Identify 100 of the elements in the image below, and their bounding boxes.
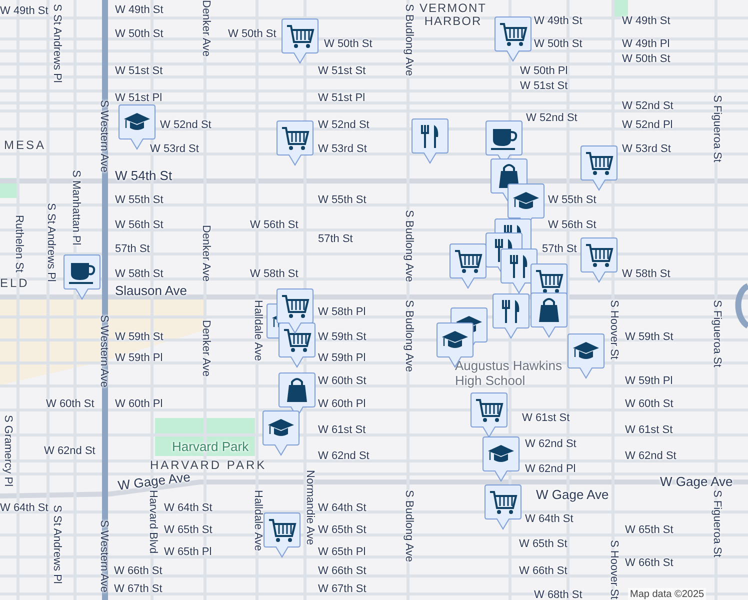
street-label: W 62nd St bbox=[525, 438, 576, 451]
street-label: W 49th St bbox=[0, 5, 48, 18]
street-label: 57th St bbox=[542, 243, 577, 256]
street-label: W 59th Pl bbox=[625, 375, 673, 388]
street-label: W 66th St bbox=[625, 557, 674, 570]
street-label: W 67th St bbox=[114, 583, 162, 596]
street-label: S Budlong Ave bbox=[402, 210, 415, 282]
neighborhood-label: MESA bbox=[4, 139, 46, 152]
street-label: W 61st St bbox=[318, 424, 366, 437]
street-label: W 67th St bbox=[318, 583, 366, 596]
street-label: W 49th Pl bbox=[622, 38, 670, 51]
street-label: S St Andrews Pl bbox=[44, 203, 57, 282]
street-label: S Hoover St bbox=[607, 540, 620, 600]
street-label: W 66th St bbox=[318, 565, 366, 578]
street-label: S Hoover St bbox=[607, 300, 620, 360]
street-label: W 60th Pl bbox=[318, 398, 366, 411]
street-label: W 60th St bbox=[625, 398, 674, 411]
street-label: W Gage Ave bbox=[536, 487, 609, 502]
street-label: W 59th Pl bbox=[115, 352, 163, 365]
street-label: W 58th St bbox=[115, 268, 164, 281]
place-label: Augustus Hawkins High School bbox=[455, 358, 563, 388]
street-label: W 66th St bbox=[114, 565, 162, 578]
street-label: W 55th St bbox=[115, 194, 164, 207]
street-label: W 64th St bbox=[0, 502, 48, 515]
street-label: W 58th St bbox=[622, 268, 670, 281]
street-label: W 68th St bbox=[534, 589, 582, 600]
street-label: W 58th St bbox=[250, 268, 298, 281]
street-label: 57th St bbox=[318, 233, 353, 246]
street-label: W 59th St bbox=[318, 331, 366, 344]
street-label: Denker Ave bbox=[199, 225, 212, 282]
street-label: S Western Ave bbox=[97, 520, 110, 592]
street-label: W 64th St bbox=[164, 502, 212, 515]
street-label: W 65th St bbox=[318, 524, 366, 537]
street-label: W 54th St bbox=[115, 168, 172, 183]
street-label: W 65th St bbox=[519, 538, 568, 551]
street-label: Ruthelen St bbox=[12, 215, 25, 272]
street-label: W 51st St bbox=[115, 65, 163, 78]
street-label: W 52nd St bbox=[160, 119, 212, 132]
street-label: W 60th St bbox=[318, 375, 366, 388]
neighborhood-label: HARVARD PARK bbox=[150, 459, 267, 472]
street-label: W 60th Pl bbox=[115, 398, 163, 411]
street-label: S St Andrews Pl bbox=[50, 4, 63, 83]
street-label: S Figueroa St bbox=[710, 95, 723, 162]
street-label: W 50th St bbox=[622, 53, 670, 66]
street-label: W 65th Pl bbox=[164, 546, 212, 559]
street-label: S Western Ave bbox=[97, 315, 110, 388]
street-label: W 58th Pl bbox=[318, 306, 366, 319]
street-label: 57th St bbox=[115, 243, 150, 256]
street-label: W 52nd St bbox=[318, 119, 370, 132]
street-label: Halldale Ave bbox=[251, 490, 264, 551]
street-label: W 50th St bbox=[115, 28, 164, 41]
street-label: W 62nd St bbox=[44, 445, 96, 458]
street-label: W 65th Pl bbox=[318, 546, 366, 559]
street-label: W 60th St bbox=[46, 398, 94, 411]
street-label: Normandie Ave bbox=[303, 470, 316, 546]
street-label: W 66th St bbox=[519, 565, 568, 578]
neighborhood-label: VERMONT HARBOR bbox=[418, 2, 488, 28]
street-label: W 52nd St bbox=[526, 112, 578, 125]
street-label: Halldale Ave bbox=[251, 300, 264, 361]
street-label: Slauson Ave bbox=[115, 283, 188, 298]
street-label: W 52nd Pl bbox=[622, 119, 673, 132]
street-label: W 62nd St bbox=[318, 450, 370, 463]
street-label: W 56th St bbox=[548, 219, 596, 232]
street-label: W 53rd St bbox=[150, 143, 199, 156]
street-label: W 59th Pl bbox=[318, 352, 366, 365]
street-label: S Figueroa St bbox=[710, 490, 723, 558]
street-label: W 50th St bbox=[324, 38, 372, 51]
street-label: W Gage Ave bbox=[660, 474, 733, 489]
street-label: W 53rd St bbox=[318, 143, 367, 156]
street-label: S Manhattan Pl bbox=[69, 170, 82, 246]
street-label: W 55th St bbox=[318, 194, 366, 207]
street-label: W 61st St bbox=[522, 412, 570, 425]
street-label: W 61st St bbox=[625, 424, 673, 437]
street-label: W 51st Pl bbox=[318, 92, 366, 105]
street-label: W 49th St bbox=[622, 15, 670, 28]
street-label: S St Andrews Pl bbox=[50, 505, 63, 584]
street-label: W 65th St bbox=[164, 524, 212, 537]
street-label: W 52nd St bbox=[622, 100, 674, 113]
street-label: W 49th St bbox=[534, 15, 582, 28]
street-label: Denker Ave bbox=[199, 320, 212, 377]
street-label: W 64th St bbox=[318, 502, 366, 515]
attribution-text: Map data ©2025 bbox=[628, 588, 706, 600]
street-label: S Budlong Ave bbox=[402, 4, 415, 76]
street-label: W 56th St bbox=[250, 219, 298, 232]
street-label: W 56th St bbox=[115, 219, 164, 232]
street-label: S Gramercy Pl bbox=[1, 415, 14, 487]
street-label: S Budlong Ave bbox=[402, 490, 415, 562]
street-label: S Western Ave bbox=[97, 100, 110, 172]
street-label: Denker Ave bbox=[199, 0, 212, 57]
street-label: W 53rd St bbox=[622, 143, 671, 156]
street-label: W 59th St bbox=[115, 331, 164, 344]
street-label: W 51st St bbox=[520, 80, 568, 93]
street-label: W 62nd St bbox=[625, 450, 676, 463]
park-label: Harvard Park bbox=[172, 440, 249, 453]
street-label: W 65th St bbox=[625, 524, 674, 537]
street-label: W 50th Pl bbox=[520, 65, 568, 78]
street-label: W 59th St bbox=[625, 331, 674, 344]
street-label: S Budlong Ave bbox=[402, 300, 415, 372]
street-label: W 51st St bbox=[318, 65, 366, 78]
street-label: S Figueroa St bbox=[710, 300, 723, 368]
